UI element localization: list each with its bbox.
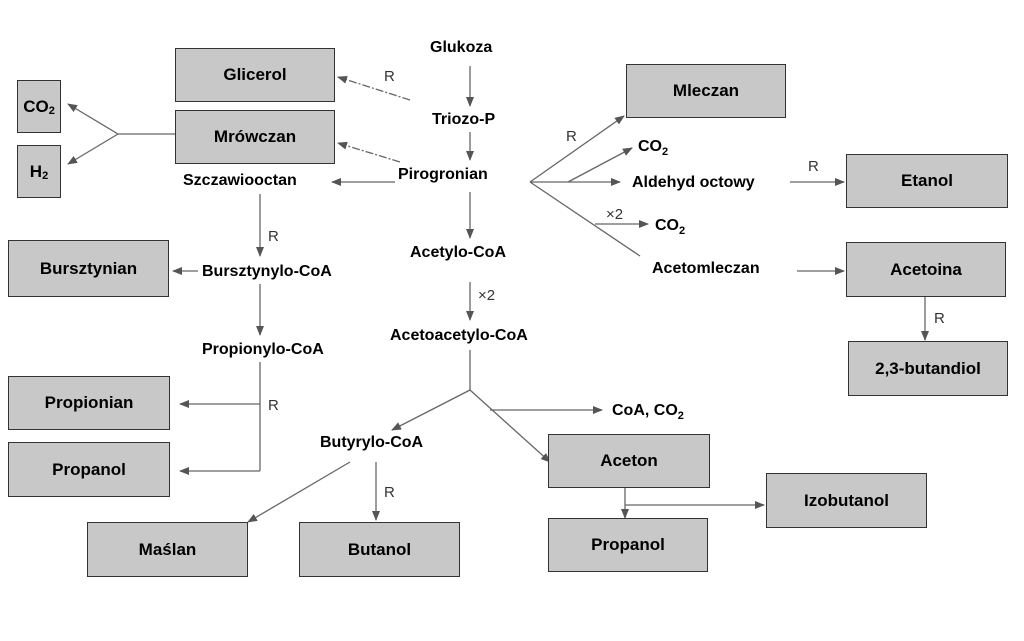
arrow-to-mleczan [529, 115, 625, 183]
label-szczawiooctan: Szczawiooctan [183, 172, 297, 189]
label-propionylo-coa: Propionylo-CoA [202, 341, 324, 358]
box-mrowczan: Mrówczan [175, 110, 335, 164]
co2-mid-subscript: 2 [679, 225, 686, 237]
box-maslan: Maślan [87, 522, 248, 577]
mrowczan-label: Mrówczan [213, 127, 297, 146]
mleczan-label: Mleczan [672, 81, 740, 100]
coa-co2-subscript: 2 [677, 410, 684, 422]
label-acetomleczan: Acetomleczan [652, 260, 760, 277]
box-mleczan: Mleczan [626, 64, 786, 118]
r-propionylo: R [268, 397, 279, 414]
etanol-label: Etanol [901, 171, 953, 190]
butandiol-label: 2,3-butandiol [875, 358, 981, 378]
r-etanol: R [808, 158, 819, 175]
co2-label: CO [23, 96, 49, 116]
r-butanol: R [384, 484, 395, 501]
arrow-to-co2 [67, 103, 119, 135]
co2-top-subscript: 2 [662, 146, 669, 158]
coa-co2-text: CoA, CO [612, 402, 678, 419]
arrow-to-h2 [67, 133, 119, 165]
x2-acetylo: ×2 [478, 287, 496, 304]
label-acetylo-coa: Acetylo-CoA [410, 244, 507, 261]
x2-acetomleczan: ×2 [606, 206, 624, 223]
arrow-to-butyrylo [391, 389, 471, 431]
co2-top-text: CO [638, 138, 662, 155]
propionian-label: Propionian [44, 393, 134, 412]
glicerol-label: Glicerol [223, 65, 287, 84]
arrow-to-mrowczan [337, 141, 401, 163]
propanol-right-label: Propanol [591, 535, 665, 554]
box-acetoina: Acetoina [846, 242, 1006, 297]
r-butandiol: R [934, 310, 945, 327]
box-butanol: Butanol [299, 522, 460, 577]
box-glicerol: Glicerol [175, 48, 335, 102]
r-mleczan: R [566, 128, 577, 145]
label-glukoza: Glukoza [430, 39, 493, 56]
arrow-to-maslan [247, 461, 351, 523]
bursztynian-label: Bursztynian [39, 258, 138, 278]
box-aceton: Aceton [548, 434, 710, 488]
r-szczawiooctan: R [268, 228, 279, 245]
arrow-to-aceton [469, 389, 551, 463]
label-coa-co2: CoA, CO2 [612, 402, 684, 422]
r-glicerol: R [384, 68, 395, 85]
co2-mid-text: CO [655, 217, 679, 234]
h2-subscript: 2 [42, 169, 49, 182]
label-acetoacetylo-coa: Acetoacetylo-CoA [390, 327, 528, 344]
box-etanol: Etanol [846, 154, 1008, 208]
line-to-acetomleczan [529, 181, 641, 257]
h2-label: H [29, 161, 43, 181]
maslan-label: Maślan [138, 539, 197, 559]
propanol-left-label: Propanol [52, 459, 126, 479]
box-propanol-left: Propanol [8, 442, 170, 497]
label-co2-top: CO2 [638, 138, 669, 158]
box-butandiol: 2,3-butandiol [848, 341, 1008, 396]
izobutanol-label: Izobutanol [804, 490, 889, 510]
label-butyrylo-coa: Butyrylo-CoA [320, 434, 424, 451]
box-izobutanol: Izobutanol [766, 473, 927, 528]
label-pirogronian: Pirogronian [398, 166, 488, 183]
label-aldehyd: Aldehyd octowy [632, 174, 755, 191]
co2-subscript: 2 [48, 104, 55, 117]
arrow-to-glicerol [337, 75, 411, 101]
aceton-label: Aceton [600, 451, 658, 470]
label-bursztynylo-coa: Bursztynylo-CoA [202, 263, 332, 280]
butanol-label: Butanol [347, 539, 412, 559]
box-bursztynian: Bursztynian [8, 240, 169, 297]
label-triozo-p: Triozo-P [432, 111, 496, 128]
box-propanol-right: Propanol [548, 518, 708, 572]
label-co2-mid: CO2 [655, 217, 686, 237]
box-propionian: Propionian [8, 376, 170, 430]
arrow-to-co2-top [567, 147, 633, 183]
acetoina-label: Acetoina [890, 259, 962, 279]
